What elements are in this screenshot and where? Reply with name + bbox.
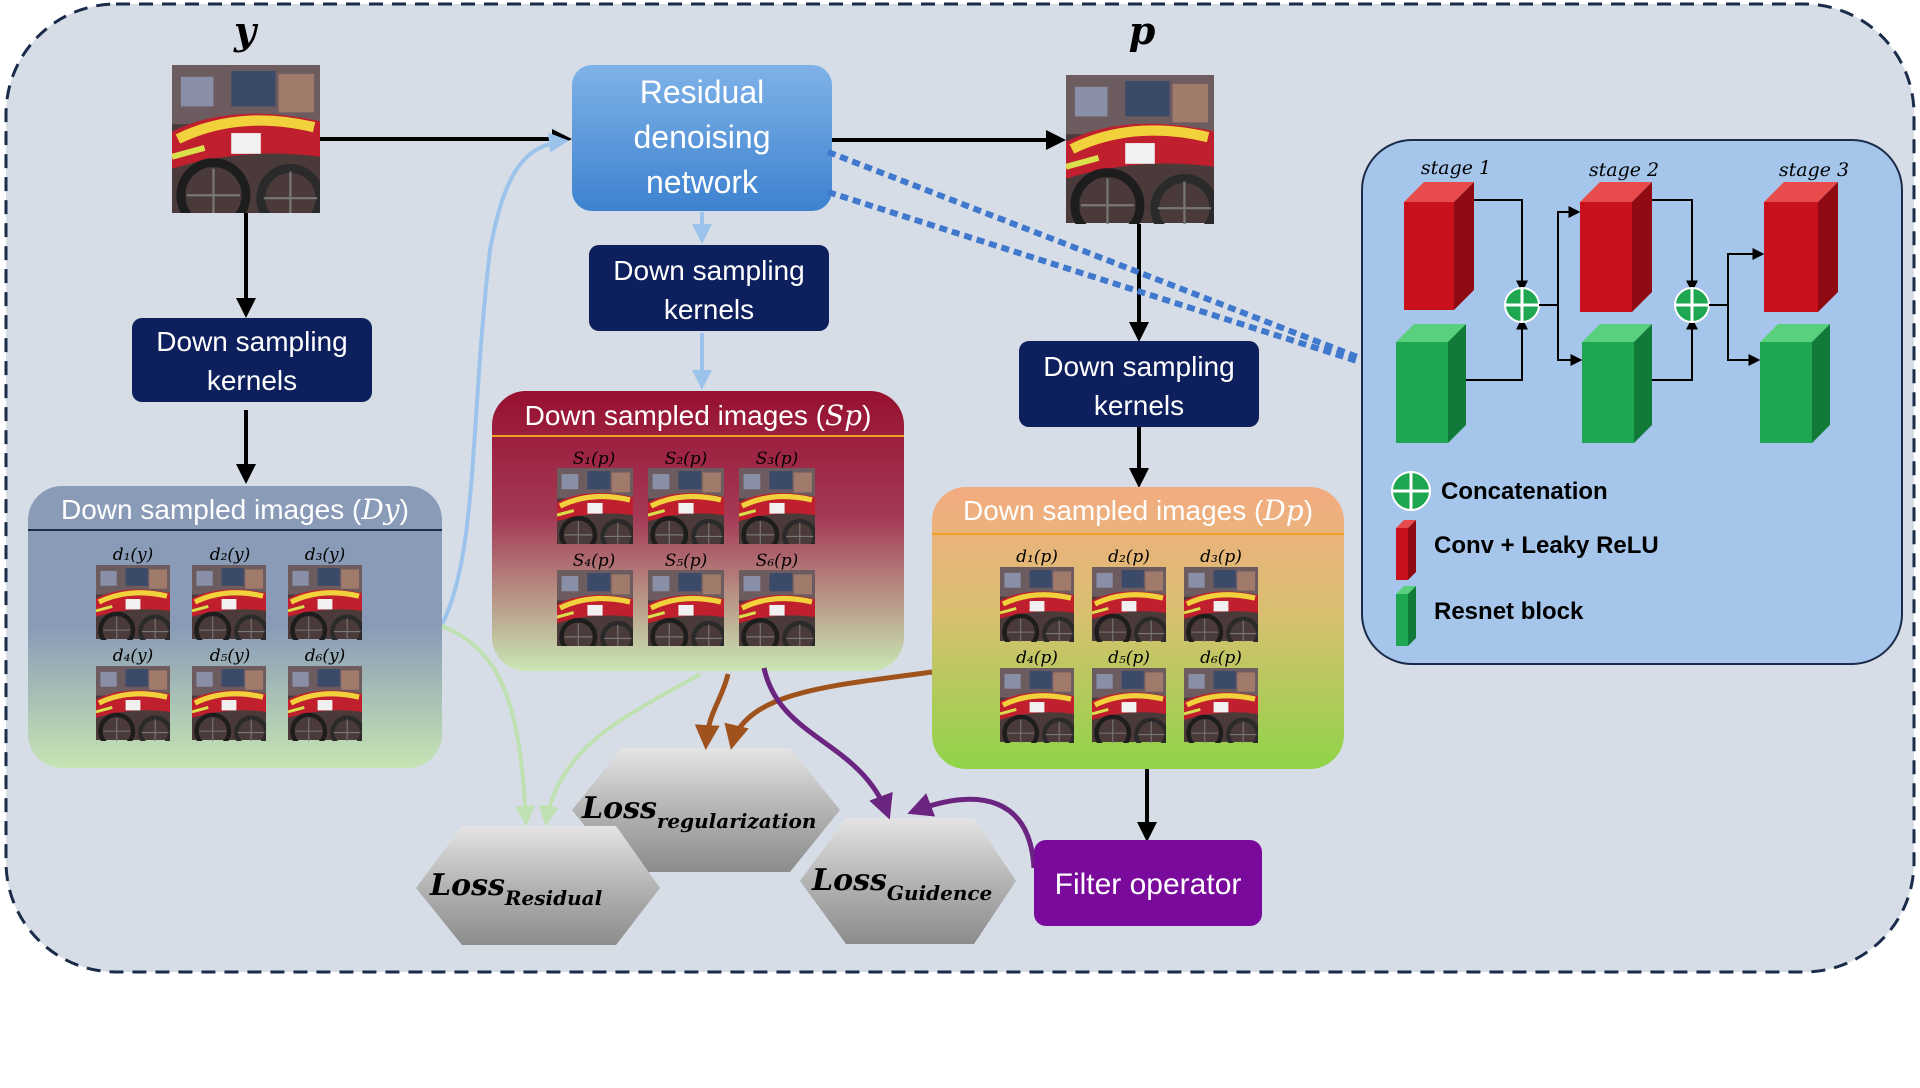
- dp-thumb-4: [1000, 668, 1074, 749]
- panel-dp-thumbnails: d₁(p) d₂(p) d₃(p) d₄(p) d₅(p) d₆(p): [1000, 547, 1258, 749]
- arrow-dp-to-loss-regularization: [724, 669, 933, 750]
- sp-thumb-6: [739, 570, 815, 654]
- dp-thumb-1: [1000, 567, 1074, 648]
- network-line-1: Residual: [640, 74, 765, 110]
- arrow-filter-to-loss-guidence: [907, 793, 1037, 869]
- dy-thumb-4: [96, 666, 170, 747]
- legend-resnet-icon: [1396, 594, 1408, 646]
- sp-label-4: S₄(p): [573, 551, 616, 571]
- kernels-right-line-2: kernels: [1094, 390, 1184, 421]
- architecture-legend: Concatenation Conv + Leaky ReLU Resnet b…: [1391, 471, 1659, 646]
- dp-thumb-5: [1092, 668, 1166, 749]
- dy-thumb-6: [288, 666, 362, 747]
- dp-label-5: d₅(p): [1108, 648, 1150, 668]
- output-label: p: [1129, 8, 1156, 53]
- loss-guidence-hex: [800, 818, 1016, 944]
- network-line-2: denoising: [634, 119, 771, 155]
- dp-thumb-2: [1092, 567, 1166, 648]
- loss-regularization-hex: [572, 748, 840, 872]
- sp-thumb-4: [557, 570, 633, 654]
- dy-thumb-2: [192, 565, 266, 646]
- legend-conv-icon: [1396, 528, 1408, 580]
- stage-2-resnet-block: [1582, 342, 1634, 443]
- sp-label-1: S₁(p): [573, 449, 616, 469]
- legend-conv: Conv + Leaky ReLU: [1434, 532, 1659, 559]
- dy-thumb-5: [192, 666, 266, 747]
- stage-2-conv-block: [1580, 202, 1632, 312]
- arrow-sp-to-loss-residual: [538, 672, 702, 826]
- kernels-middle: [589, 245, 829, 331]
- dy-label-2: d₂(y): [210, 545, 251, 565]
- dy-label-4: d₄(y): [113, 646, 154, 666]
- stage-1-resnet-block: [1396, 342, 1448, 443]
- dp-label-1: d₁(p): [1016, 547, 1058, 567]
- sp-label-5: S₅(p): [665, 551, 708, 571]
- arrow-dy-to-network: [438, 132, 569, 629]
- sp-label-2: S₂(p): [665, 449, 708, 469]
- sp-thumb-2: [648, 468, 724, 552]
- kernels-left-line-2: kernels: [207, 365, 297, 396]
- dy-label-5: d₅(y): [210, 646, 251, 666]
- dotted-connector-bottom: [827, 189, 1361, 365]
- dp-label-2: d₂(p): [1108, 547, 1150, 567]
- panel-sp-thumbnails: S₁(p) S₂(p) S₃(p) S₄(p) S₅(p) S₆(p): [557, 449, 815, 654]
- dy-label-3: d₃(y): [305, 545, 346, 565]
- dy-thumb-1: [96, 565, 170, 646]
- sp-thumb-5: [648, 570, 724, 654]
- dy-label-1: d₁(y): [113, 545, 154, 565]
- panel-sp-title: Down sampled images (Sp): [525, 399, 872, 432]
- loss-guidence: LossGuidence: [811, 863, 992, 905]
- filter-operator: [1034, 840, 1262, 926]
- loss-regularization: Lossregularization: [581, 791, 816, 833]
- stage-3-label: stage 3: [1779, 159, 1849, 181]
- input-image: [172, 65, 320, 228]
- residual-denoising-network: [572, 65, 832, 211]
- legend-concatenation: Concatenation: [1441, 478, 1608, 505]
- arrow-sp-to-loss-regularization: [694, 673, 731, 750]
- dy-thumb-3: [288, 565, 362, 646]
- panel-dy-thumbnails: d₁(y) d₂(y) d₃(y) d₄(y) d₅(y) d₆(y): [96, 545, 362, 747]
- dy-label-6: d₆(y): [305, 646, 346, 666]
- dp-thumb-3: [1184, 567, 1258, 648]
- panel-dy-title: Down sampled images (Dy): [61, 493, 409, 526]
- kernels-right: [1019, 341, 1259, 427]
- stage-3-conv-block: [1764, 202, 1818, 312]
- sp-label-3: S₃(p): [756, 449, 799, 469]
- kernels-middle-line-1: Down sampling: [613, 255, 804, 286]
- kernels-left-line-1: Down sampling: [156, 326, 347, 357]
- arrow-sp-to-loss-guidence: [761, 667, 893, 820]
- kernels-left: [132, 318, 372, 402]
- dp-thumb-6: [1184, 668, 1258, 749]
- arrow-dy-to-loss-residual: [441, 624, 536, 826]
- stage-1-conv-block: [1404, 202, 1454, 310]
- architecture-blocks: [1396, 182, 1838, 443]
- kernels-right-line-1: Down sampling: [1043, 351, 1234, 382]
- kernels-middle-line-2: kernels: [664, 294, 754, 325]
- dotted-connector-top: [826, 149, 1362, 361]
- sp-thumb-1: [557, 468, 633, 552]
- filter-operator-label: Filter operator: [1055, 868, 1242, 901]
- loss-residual: LossResidual: [429, 868, 603, 910]
- panel-dp-title: Down sampled images (Dp): [963, 494, 1313, 527]
- loss-residual-hex: [416, 826, 660, 945]
- network-line-3: network: [646, 164, 759, 200]
- input-label: y: [233, 8, 259, 53]
- stage-2-label: stage 2: [1589, 159, 1659, 181]
- stage-1-label: stage 1: [1421, 157, 1491, 179]
- sp-thumb-3: [739, 468, 815, 552]
- stage-3-resnet-block: [1760, 342, 1812, 443]
- output-image: [1066, 75, 1214, 238]
- legend-resnet: Resnet block: [1434, 598, 1584, 625]
- dp-label-3: d₃(p): [1200, 547, 1242, 567]
- sp-label-6: S₆(p): [756, 551, 799, 571]
- dp-label-4: d₄(p): [1016, 648, 1058, 668]
- dp-label-6: d₆(p): [1200, 648, 1242, 668]
